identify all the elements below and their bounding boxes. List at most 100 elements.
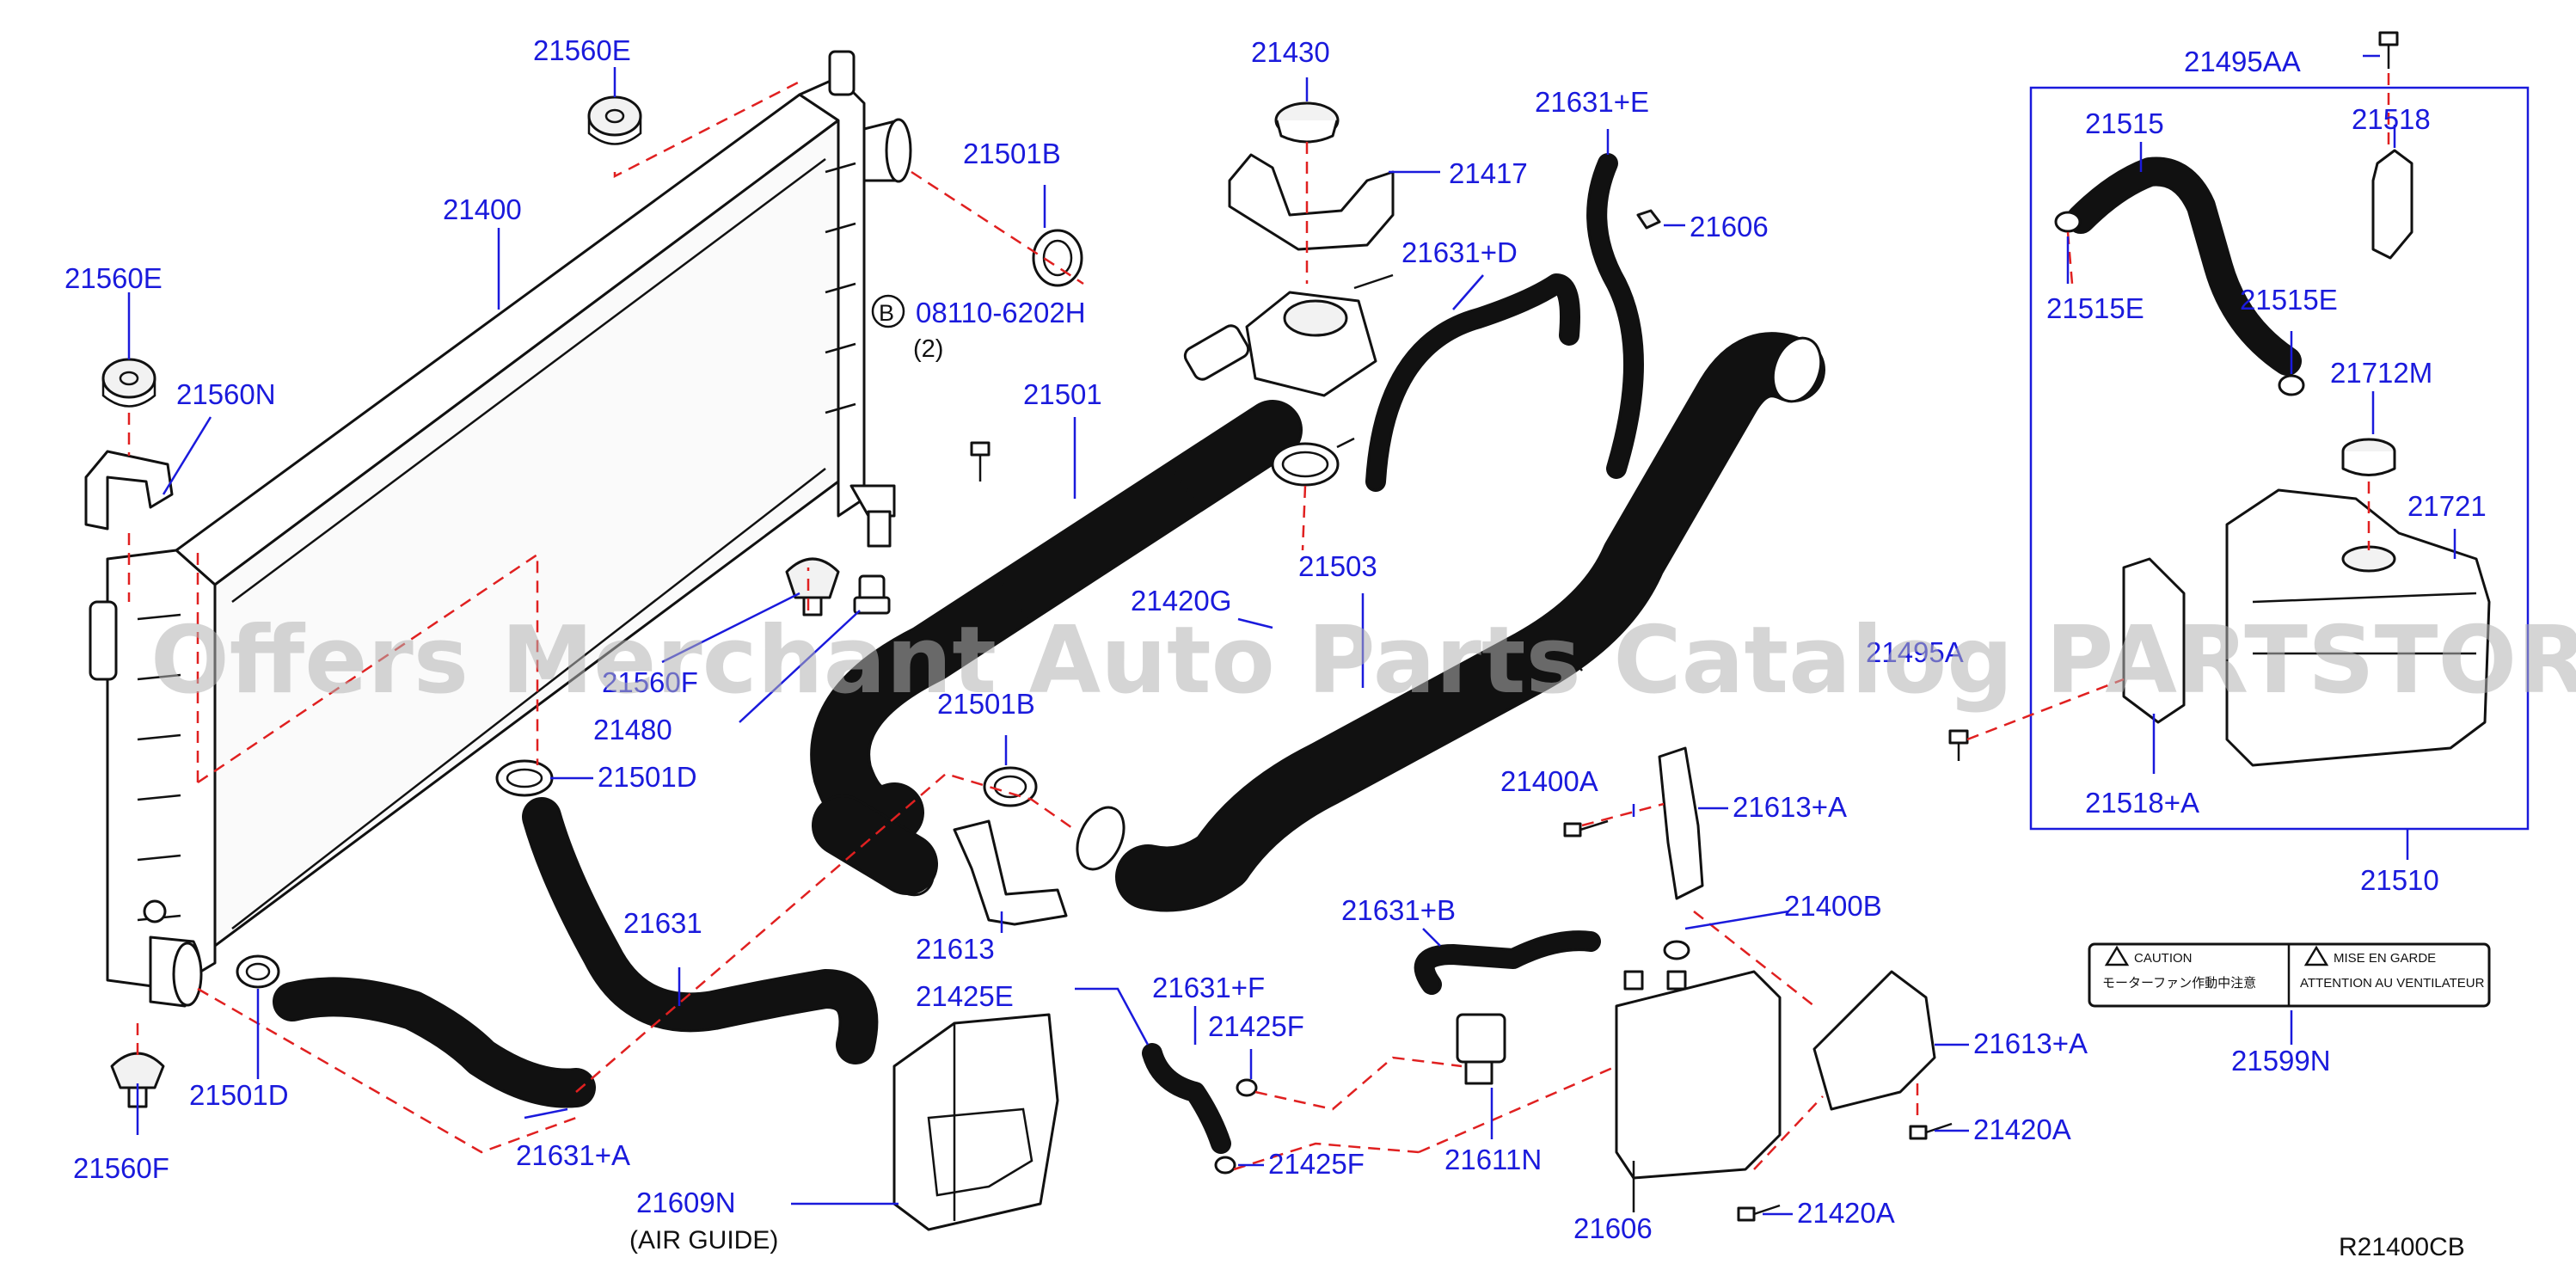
label-21518: 21518	[2352, 103, 2431, 135]
clamp-21425F-bottom[interactable]	[1214, 1156, 1236, 1175]
reservoir-tank-21721[interactable]	[2225, 488, 2491, 767]
cap-21712M[interactable]	[2341, 438, 2396, 476]
grommet-21560E-left[interactable]	[101, 358, 156, 408]
air-guide-21609N[interactable]	[892, 1013, 1059, 1231]
bracket-21518[interactable]	[2371, 149, 2413, 260]
clamp-21425F-top[interactable]	[1236, 1078, 1258, 1097]
leader-lines	[127, 54, 2456, 1216]
label-21560N: 21560N	[176, 378, 276, 410]
label-bolt-qty: (2)	[913, 335, 943, 363]
label-21495AA: 21495AA	[2184, 46, 2301, 77]
label-21501D-mid: 21501D	[598, 761, 697, 793]
label-21510: 21510	[2360, 864, 2439, 896]
label-21721: 21721	[2407, 490, 2487, 522]
label-21425F-bottom: 21425F	[1268, 1148, 1365, 1180]
label-21518A: 21518+A	[2085, 787, 2199, 819]
label-21501D-bottom: 21501D	[189, 1079, 289, 1111]
drain-plug-21480[interactable]	[853, 574, 891, 615]
label-21599N: 21599N	[2231, 1045, 2331, 1077]
hose-clamp-21501D-mid[interactable]	[495, 759, 554, 797]
fitting-21400B[interactable]	[1663, 940, 1690, 960]
label-21613A-bottom: 21613+A	[1973, 1028, 2088, 1059]
diagram-code: R21400CB	[2339, 1233, 2465, 1261]
bolt-symbol: B	[879, 300, 894, 326]
bolt-21420A-bottom[interactable]	[1737, 1204, 1781, 1222]
caution-text-left: モーターファン作動中注意	[2102, 975, 2256, 991]
hose-21515[interactable]	[2066, 156, 2302, 376]
label-21501B-mid: 21501B	[937, 688, 1035, 720]
hose-21631A[interactable]	[273, 977, 596, 1108]
bracket-21560N[interactable]	[84, 450, 174, 531]
caution-title-right: MISE EN GARDE	[2334, 951, 2436, 966]
bolt-21495AA[interactable]	[2378, 31, 2399, 69]
label-21606-top: 21606	[1690, 211, 1769, 242]
bolt-21495A[interactable]	[1948, 729, 1969, 761]
label-21560E-top: 21560E	[533, 34, 631, 66]
label-21631D: 21631+D	[1401, 236, 1518, 268]
clip-21606-top[interactable]	[1636, 209, 1661, 230]
label-21560F-bottom: 21560F	[73, 1152, 169, 1184]
bracket-21613A-bottom[interactable]	[1812, 970, 1936, 1111]
label-21631: 21631	[623, 907, 702, 939]
label-21425E: 21425E	[916, 980, 1014, 1012]
filler-neck[interactable]	[1182, 273, 1394, 397]
label-21606-bottom: 21606	[1573, 1212, 1653, 1244]
bracket-21613[interactable]	[953, 819, 1068, 926]
hose-clamp-lower[interactable]	[1068, 800, 1133, 876]
hose-21631F[interactable]	[1142, 1043, 1231, 1154]
label-21503: 21503	[1298, 550, 1377, 582]
radiator-cap-21430[interactable]	[1274, 101, 1340, 144]
label-21560F-mid: 21560F	[602, 666, 698, 698]
grommet-21560E-top[interactable]	[587, 95, 642, 145]
hose-clamp-21501D-bottom[interactable]	[236, 954, 280, 989]
reservoir-group-box	[2029, 86, 2530, 831]
hose-clamp-21420G[interactable]	[1271, 437, 1355, 487]
bolt-symbol-circle	[871, 294, 905, 328]
caution-title-left: CAUTION	[2134, 951, 2193, 966]
bracket-21518A[interactable]	[2122, 557, 2186, 724]
label-21631F: 21631+F	[1152, 972, 1265, 1003]
hose-21631B[interactable]	[1414, 930, 1601, 995]
bracket-21417[interactable]	[1228, 153, 1395, 251]
hose-21631E[interactable]	[1586, 153, 1644, 479]
caution-label-21599N[interactable]: CAUTION MISE EN GARDE モーターファン作動中注意 ATTEN…	[2088, 942, 2491, 1008]
label-21515E-right: 21515E	[2240, 284, 2338, 316]
label-21430: 21430	[1251, 36, 1330, 68]
bracket-21613A-top[interactable]	[1658, 746, 1704, 900]
bleed-hose-21631D[interactable]	[1365, 273, 1580, 492]
label-21712M: 21712M	[2330, 357, 2432, 389]
label-21611N: 21611N	[1444, 1144, 1542, 1175]
bolt-21420A-right[interactable]	[1909, 1122, 1953, 1140]
label-21613: 21613	[916, 933, 995, 965]
label-21420A-right: 21420A	[1973, 1113, 2071, 1145]
clamp-21515E-left[interactable]	[2054, 211, 2082, 233]
label-21631B: 21631+B	[1341, 894, 1456, 926]
label-21400A-top: 21400A	[1500, 765, 1598, 797]
clamp-21515E-right[interactable]	[2278, 374, 2305, 396]
label-bolt-number: 08110-6202H	[916, 297, 1086, 328]
label-21515: 21515	[2085, 107, 2164, 139]
assembly-lines	[127, 73, 2390, 1171]
label-21560E-left: 21560E	[64, 262, 163, 294]
valve-21611N[interactable]	[1456, 1013, 1506, 1085]
radiator-21400[interactable]	[89, 50, 912, 1008]
label-21613A-top: 21613+A	[1733, 791, 1847, 823]
watermark: Offers Merchant Auto Parts Catalog PARTS…	[150, 607, 2576, 715]
label-21631E: 21631+E	[1535, 86, 1649, 118]
hose-clamp-21501B-top[interactable]	[1032, 229, 1083, 287]
label-21631A: 21631+A	[516, 1139, 630, 1171]
hose-clamp-21501B-mid[interactable]	[983, 766, 1038, 807]
label-21501B-top: 21501B	[963, 138, 1061, 169]
upper-hose-21501[interactable]	[810, 400, 1303, 905]
label-21501: 21501	[1023, 378, 1102, 410]
part-labels: 21560E 21400 21560E 21560N 21560F 21480 …	[64, 34, 2487, 1261]
canister-21606[interactable]	[1615, 970, 1782, 1212]
label-21417: 21417	[1449, 157, 1528, 189]
bolt-08110[interactable]	[970, 441, 991, 482]
lower-hose-21503[interactable]	[1115, 331, 1829, 912]
label-21609N: 21609N	[636, 1187, 736, 1218]
lower-hose-21631[interactable]	[522, 797, 879, 1064]
label-21425F-top: 21425F	[1208, 1010, 1304, 1042]
bolt-21400A-top[interactable]	[1563, 819, 1609, 837]
